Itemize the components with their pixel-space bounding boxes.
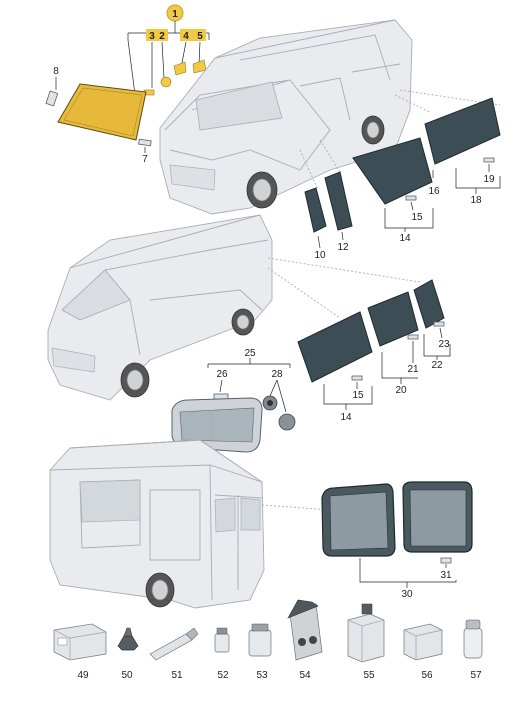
callout-51: 51 <box>171 670 183 681</box>
callout-2: 2 <box>159 31 165 42</box>
callout-15-middle: 15 <box>352 390 364 401</box>
part-51-tube <box>149 633 193 661</box>
side-windows-middle: 15 14 21 20 23 22 <box>297 279 451 423</box>
sliding-window-glass <box>179 407 255 443</box>
window-20 <box>367 291 419 347</box>
windscreen-group: 1 3 2 4 5 8 7 <box>45 4 210 165</box>
callout-21: 21 <box>407 364 419 375</box>
clip-19 <box>483 157 495 163</box>
van-middle-grille <box>51 347 96 373</box>
clip-21 <box>407 334 419 340</box>
van-top-windscreen <box>195 81 283 131</box>
window-12 <box>324 171 353 231</box>
callout-53: 53 <box>256 670 268 681</box>
accessories-row: 49 50 51 52 53 54 55 56 5 <box>53 599 483 681</box>
callout-30: 30 <box>401 589 413 600</box>
rear-door-windows: 31 30 <box>321 481 473 600</box>
part-53-can <box>248 629 272 657</box>
part-52-bottle <box>214 633 230 653</box>
callout-52: 52 <box>217 670 229 681</box>
clip-23 <box>433 321 445 327</box>
callout-19: 19 <box>483 174 495 185</box>
clip-26 <box>213 393 229 400</box>
clip-15-middle <box>351 375 363 381</box>
callout-4-5-highlight <box>180 29 206 41</box>
clip-part-7 <box>138 138 152 147</box>
callout-57: 57 <box>470 670 482 681</box>
window-10 <box>304 187 327 233</box>
van-bottom-rear-left-window <box>214 497 236 533</box>
callout-31: 31 <box>440 570 452 581</box>
callout-22: 22 <box>431 360 443 371</box>
side-windows-top: 10 12 15 14 16 19 18 <box>304 97 501 261</box>
van-top-front <box>159 19 501 215</box>
callout-8: 8 <box>53 66 59 77</box>
callout-14-middle: 14 <box>340 412 352 423</box>
callout-7: 7 <box>142 154 148 165</box>
callout-28: 28 <box>271 369 283 380</box>
window-14-top <box>352 137 433 205</box>
callout-54: 54 <box>299 670 311 681</box>
callout-49: 49 <box>77 670 89 681</box>
callout-1: 1 <box>172 9 178 20</box>
bracket-part <box>192 59 207 74</box>
sensor-part <box>173 61 187 76</box>
cap-part <box>278 413 296 431</box>
van-bottom-side-window <box>79 479 141 523</box>
callout-3-2-highlight <box>146 29 168 41</box>
callout-10: 10 <box>314 250 326 261</box>
callout-23: 23 <box>438 339 450 350</box>
van-bottom-rear <box>49 439 331 609</box>
callout-25: 25 <box>244 348 256 359</box>
callout-15-top: 15 <box>411 212 423 223</box>
part-57-bottle <box>463 627 483 659</box>
callout-3: 3 <box>149 31 155 42</box>
part-49-box <box>53 623 107 661</box>
window-22 <box>413 279 445 329</box>
van-bottom-rear-right-window <box>240 497 261 531</box>
window-16 <box>424 97 501 165</box>
windscreen <box>57 83 147 141</box>
callout-18: 18 <box>470 195 482 206</box>
callout-14-top: 14 <box>399 233 411 244</box>
callout-56: 56 <box>421 670 433 681</box>
callout-50: 50 <box>121 670 133 681</box>
window-14-middle <box>297 311 373 383</box>
clip-31 <box>440 557 452 564</box>
callout-5: 5 <box>197 31 203 42</box>
van-middle-windscreen <box>61 269 131 321</box>
sliding-window-group: 25 26 28 <box>171 348 296 453</box>
van-middle-side <box>47 214 421 401</box>
part-50-nozzle <box>117 635 139 651</box>
callout-20: 20 <box>395 385 407 396</box>
seal-part-8 <box>45 90 59 107</box>
callout-26: 26 <box>216 369 228 380</box>
callout-12: 12 <box>337 242 349 253</box>
mirror-base-part <box>160 76 172 88</box>
clip-15-top <box>405 195 417 201</box>
callout-4: 4 <box>183 31 189 42</box>
van-top-grille <box>169 164 216 191</box>
callout-55: 55 <box>363 670 375 681</box>
callout-16: 16 <box>428 186 440 197</box>
part-56-box <box>403 623 443 661</box>
